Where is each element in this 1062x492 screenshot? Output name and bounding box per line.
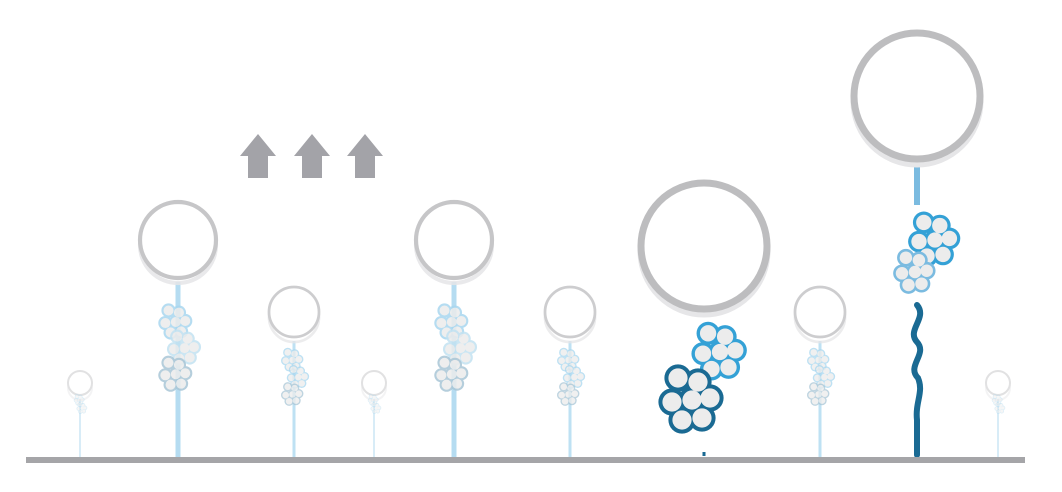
figure-3 xyxy=(267,285,321,457)
balloon-figures xyxy=(67,29,1011,458)
figure-8 xyxy=(637,179,771,456)
figure-head xyxy=(413,199,495,286)
figure-6 xyxy=(413,199,495,457)
figure-head xyxy=(543,285,597,344)
figure-head xyxy=(67,370,93,401)
figure-body-blob xyxy=(76,402,88,414)
figure-head xyxy=(137,199,219,286)
figure-body-blob xyxy=(158,355,193,392)
figure-body-blob xyxy=(557,382,580,406)
figure-head xyxy=(637,179,771,318)
figure-body-blob xyxy=(73,394,85,406)
figure-body-blob xyxy=(991,394,1003,406)
bright-blue-tall-figure xyxy=(850,29,984,458)
figure-1 xyxy=(67,370,93,457)
figure-5 xyxy=(361,370,387,457)
figure-body-blob xyxy=(994,402,1006,414)
figure-head xyxy=(361,370,387,401)
up-arrow-icon xyxy=(240,134,276,178)
up-arrow-icon xyxy=(347,134,383,178)
figure-body-blob xyxy=(807,382,830,406)
figure-2 xyxy=(137,199,219,457)
growth-arrows xyxy=(240,134,383,178)
figure-body-blob xyxy=(370,402,382,414)
figure-head xyxy=(850,29,984,168)
figure-body-blob xyxy=(367,394,379,406)
figure-body-blob xyxy=(557,347,580,372)
figure-12 xyxy=(985,370,1011,457)
figure-head xyxy=(985,370,1011,401)
up-arrow-icon xyxy=(294,134,330,178)
figure-head xyxy=(793,285,847,344)
figure-body-blob xyxy=(658,364,724,434)
figure-body-blob xyxy=(281,382,304,406)
figure-body-blob xyxy=(908,211,961,267)
figure-body-blob xyxy=(893,248,936,294)
figure-head xyxy=(267,285,321,344)
figure-body-blob xyxy=(691,321,747,381)
figure-body-blob xyxy=(434,355,469,392)
figure-10 xyxy=(793,285,847,457)
figure-body-blob xyxy=(434,303,469,340)
figure-7 xyxy=(543,285,597,457)
